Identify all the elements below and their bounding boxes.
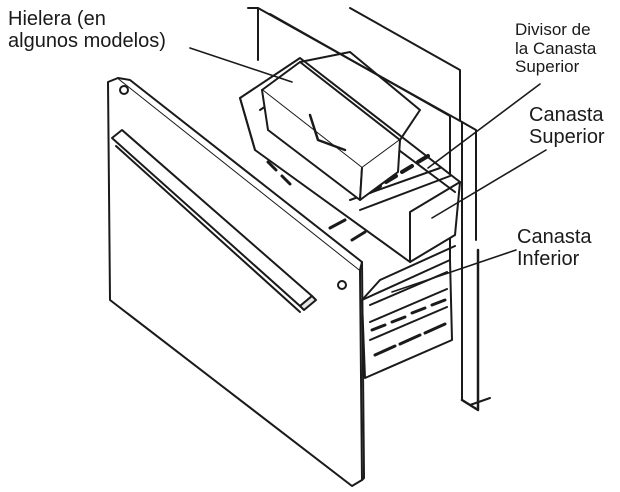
label-lower-basket-line2: Inferior xyxy=(517,248,580,270)
leader-lower-basket xyxy=(391,249,517,293)
leader-ice-bin xyxy=(189,47,293,83)
label-upper-divider-line2: la Canasta xyxy=(515,38,597,58)
label-lower-basket-line1: Canasta xyxy=(517,226,592,248)
label-lower-basket: Canasta Inferior xyxy=(517,226,592,270)
label-ice-bin: Hielera (en algunos modelos) xyxy=(8,8,166,52)
label-ice-bin-line2: algunos modelos) xyxy=(8,30,166,52)
label-upper-divider: Divisor de la Canasta Superior xyxy=(515,20,597,77)
label-upper-basket-line1: Canasta xyxy=(529,104,604,126)
label-upper-basket-line2: Superior xyxy=(529,126,605,148)
leader-upper-divider xyxy=(427,83,541,169)
drawer-handle xyxy=(111,129,317,313)
label-upper-divider-line1: Divisor de xyxy=(515,20,591,39)
leader-upper-basket xyxy=(431,149,547,219)
label-upper-basket: Canasta Superior xyxy=(529,104,605,148)
leader-lines xyxy=(189,47,547,293)
ice-bin xyxy=(261,51,421,201)
label-upper-divider-line3: Superior xyxy=(515,57,580,77)
cabinet-frame xyxy=(247,7,491,412)
label-ice-bin-line1: Hielera (en xyxy=(8,8,106,30)
lower-basket xyxy=(361,245,456,379)
